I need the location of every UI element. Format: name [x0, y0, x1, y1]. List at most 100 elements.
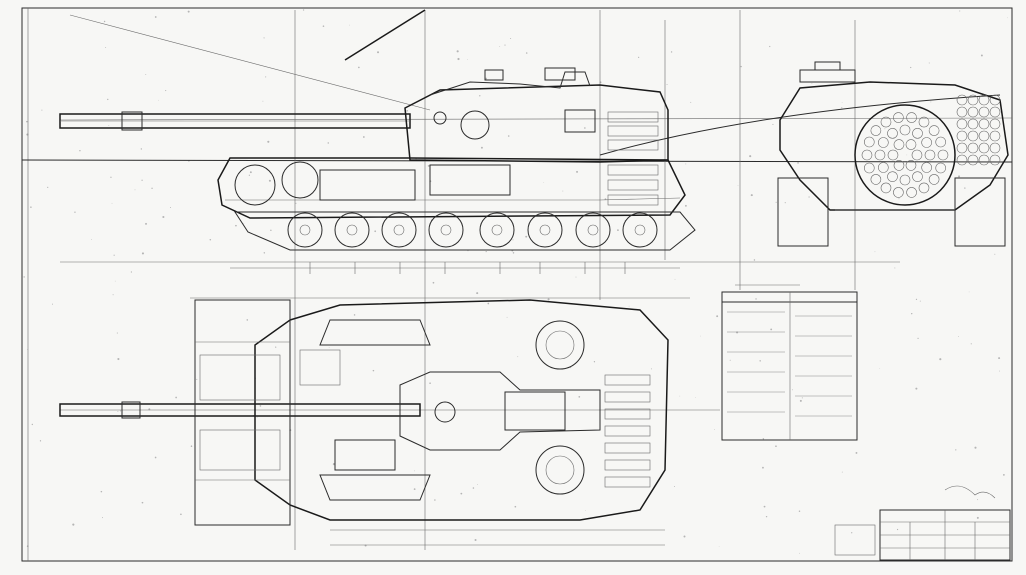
- ammo-round: [878, 137, 889, 148]
- speckle: [650, 368, 652, 370]
- speckle: [575, 276, 577, 278]
- ammo-round: [935, 162, 947, 174]
- ammo-round: [937, 149, 949, 161]
- speckle: [970, 343, 972, 345]
- speckle: [485, 250, 487, 253]
- speckle: [169, 206, 171, 208]
- speckle: [910, 66, 912, 69]
- side-track: [234, 211, 696, 251]
- speckle: [772, 123, 774, 126]
- speckle: [670, 51, 673, 53]
- ammo-round: [956, 118, 968, 130]
- speckle: [100, 490, 103, 493]
- speckle: [759, 360, 761, 362]
- speckle: [467, 59, 468, 60]
- speckle: [480, 146, 483, 149]
- speckle: [690, 101, 692, 103]
- speckle: [1002, 473, 1005, 476]
- speckle: [362, 136, 365, 138]
- speckle: [994, 253, 996, 255]
- ammo-round: [967, 154, 979, 166]
- speckle: [593, 361, 596, 363]
- ammo-round: [912, 171, 923, 182]
- speckle: [372, 369, 375, 372]
- speckle: [695, 397, 696, 398]
- speckle: [638, 56, 640, 58]
- speckle: [487, 302, 490, 305]
- ammo-round: [874, 149, 886, 161]
- wheel-hub: [587, 224, 599, 236]
- road-wheel: [575, 212, 611, 248]
- ammo-round: [978, 154, 990, 166]
- ammo-round: [918, 182, 930, 194]
- speckle: [130, 271, 133, 273]
- speckle: [248, 174, 250, 176]
- speckle: [349, 24, 350, 26]
- wheel-hub: [393, 224, 405, 236]
- tank-front-view: [777, 61, 1009, 247]
- ammo-round: [967, 106, 979, 118]
- speckle: [23, 276, 25, 278]
- speckle: [91, 239, 92, 241]
- speckle: [302, 9, 305, 11]
- ammo-round: [921, 137, 932, 148]
- speckle: [740, 65, 742, 68]
- speckle: [584, 127, 586, 129]
- speckle: [275, 346, 277, 348]
- speckle: [716, 315, 719, 318]
- speckle: [737, 185, 739, 186]
- speckle: [47, 186, 49, 188]
- speckle: [175, 396, 177, 399]
- speckle: [141, 179, 143, 181]
- speckle: [769, 45, 771, 48]
- ammo-round: [967, 118, 979, 130]
- ammo-round: [978, 106, 990, 118]
- speckle: [256, 416, 258, 418]
- speckle: [674, 278, 676, 280]
- speckle: [327, 142, 329, 144]
- speckle: [479, 95, 481, 97]
- speckle: [506, 316, 508, 318]
- road-wheel: [287, 212, 323, 248]
- speckle: [456, 50, 459, 53]
- speckle: [898, 198, 900, 200]
- speckle: [911, 312, 913, 315]
- speckle: [30, 206, 32, 208]
- notes-table: [721, 284, 858, 441]
- speckle: [763, 505, 766, 508]
- speckle: [510, 38, 512, 40]
- gunner-cupola: [535, 445, 585, 495]
- speckle: [154, 456, 157, 459]
- speckle: [151, 187, 153, 190]
- speckle: [507, 135, 510, 137]
- speckle: [432, 281, 435, 284]
- speckle: [263, 252, 266, 254]
- speckle: [919, 300, 921, 302]
- speckle: [474, 538, 477, 541]
- ammo-round: [956, 94, 968, 106]
- speckle: [928, 62, 930, 64]
- top-ammo-racks: [604, 374, 651, 488]
- speckle: [374, 230, 377, 233]
- speckle: [39, 440, 42, 442]
- ammo-round: [863, 136, 875, 148]
- side-dimension-marks: [230, 262, 680, 274]
- front-hull: [779, 81, 1009, 211]
- speckle: [499, 46, 501, 47]
- speckle: [998, 357, 1001, 360]
- speckle: [158, 99, 159, 101]
- wheel-hub: [299, 224, 311, 236]
- speckle: [187, 10, 190, 13]
- speckle: [977, 499, 979, 501]
- wheel-hub: [440, 224, 452, 236]
- ammo-round: [899, 124, 911, 136]
- speckle: [617, 229, 619, 232]
- speckle: [679, 395, 681, 397]
- speckle: [855, 451, 858, 454]
- ammo-round: [956, 106, 968, 118]
- speckle: [353, 314, 356, 316]
- speckle: [413, 488, 416, 491]
- speckle: [117, 357, 120, 361]
- speckle: [406, 109, 408, 112]
- side-hull: [217, 157, 686, 219]
